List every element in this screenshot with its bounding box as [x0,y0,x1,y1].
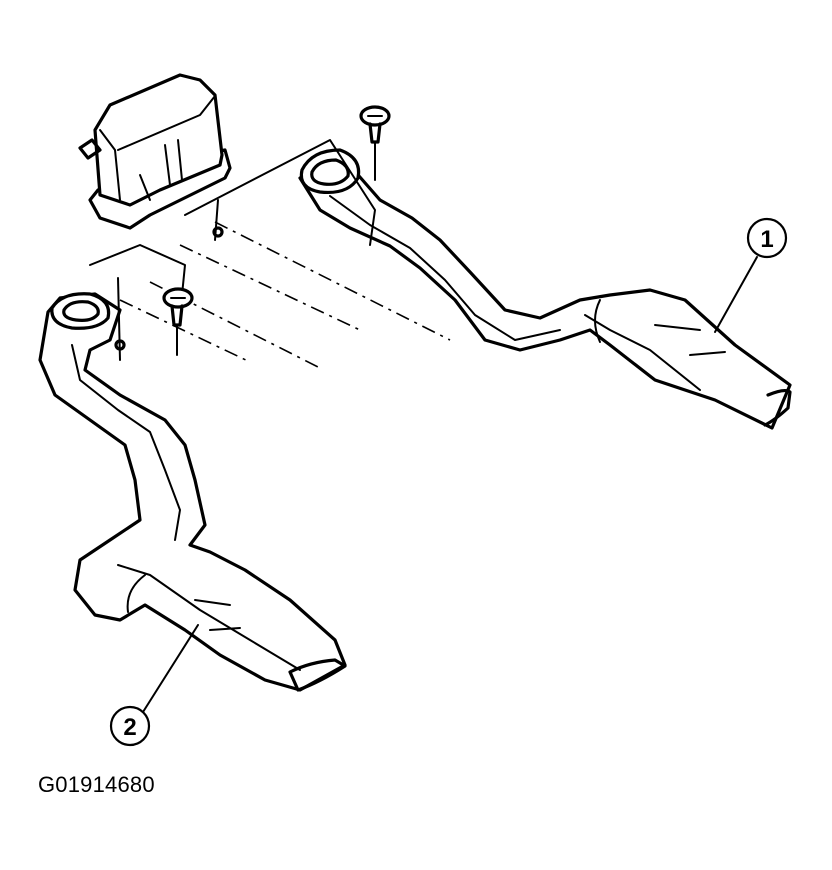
callout-2: 2 [109,624,199,747]
screw-upper [359,105,391,181]
left-duct [38,292,347,692]
right-duct [298,148,792,430]
figure-code: G01914680 [38,772,155,797]
screw-lower [162,287,194,356]
callout-1: 1 [714,217,788,333]
mounting-brackets [89,139,376,361]
center-plenum [78,73,232,230]
callout-1-label: 1 [760,226,773,253]
callout-2-label: 2 [123,714,136,741]
